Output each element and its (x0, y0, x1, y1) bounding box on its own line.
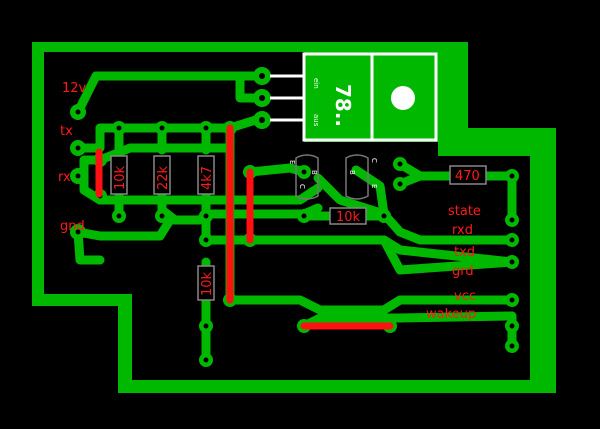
regulator-pin-in: ein (312, 78, 320, 89)
label-txd: txd (454, 245, 475, 260)
regulator-marking: 78.. (331, 84, 355, 127)
transistor-right-pin-c: C (370, 158, 378, 163)
label-state: state (448, 204, 481, 219)
transistor-right: C B E (345, 154, 378, 200)
transistor-left-pin-c: C (298, 184, 306, 189)
resistor-r5-value: 10k (336, 210, 361, 225)
resistor-r6-value: 470 (455, 169, 480, 184)
label-tx: tx (60, 124, 73, 139)
resistor-r3-value: 4k7 (200, 166, 215, 190)
transistor-right-pin-e: E (370, 184, 378, 188)
label-rx: rx (58, 170, 71, 185)
resistor-r2-value: 22k (156, 165, 171, 190)
label-rxd: rxd (452, 223, 473, 238)
regulator-pin-out: aus (312, 114, 320, 127)
transistor-left-pin-b: B (310, 170, 318, 175)
label-12v: 12v (62, 81, 87, 96)
resistor-r1-value: 10k (113, 165, 128, 190)
resistor-bodies (110, 155, 487, 301)
transistor-right-pin-b: B (348, 170, 356, 175)
voltage-regulator: 78.. ein aus (270, 52, 438, 142)
resistor-r4-value: 10k (200, 271, 215, 296)
label-gnd: gnd (60, 219, 85, 234)
label-vcc: vcc (454, 289, 476, 304)
jumper-wires (95, 124, 394, 330)
label-grd: grd (452, 264, 474, 279)
transistor-left-pin-e: E (288, 160, 296, 164)
label-wakeup: wakeup (426, 307, 476, 322)
transistor-left: C B E (288, 154, 319, 200)
